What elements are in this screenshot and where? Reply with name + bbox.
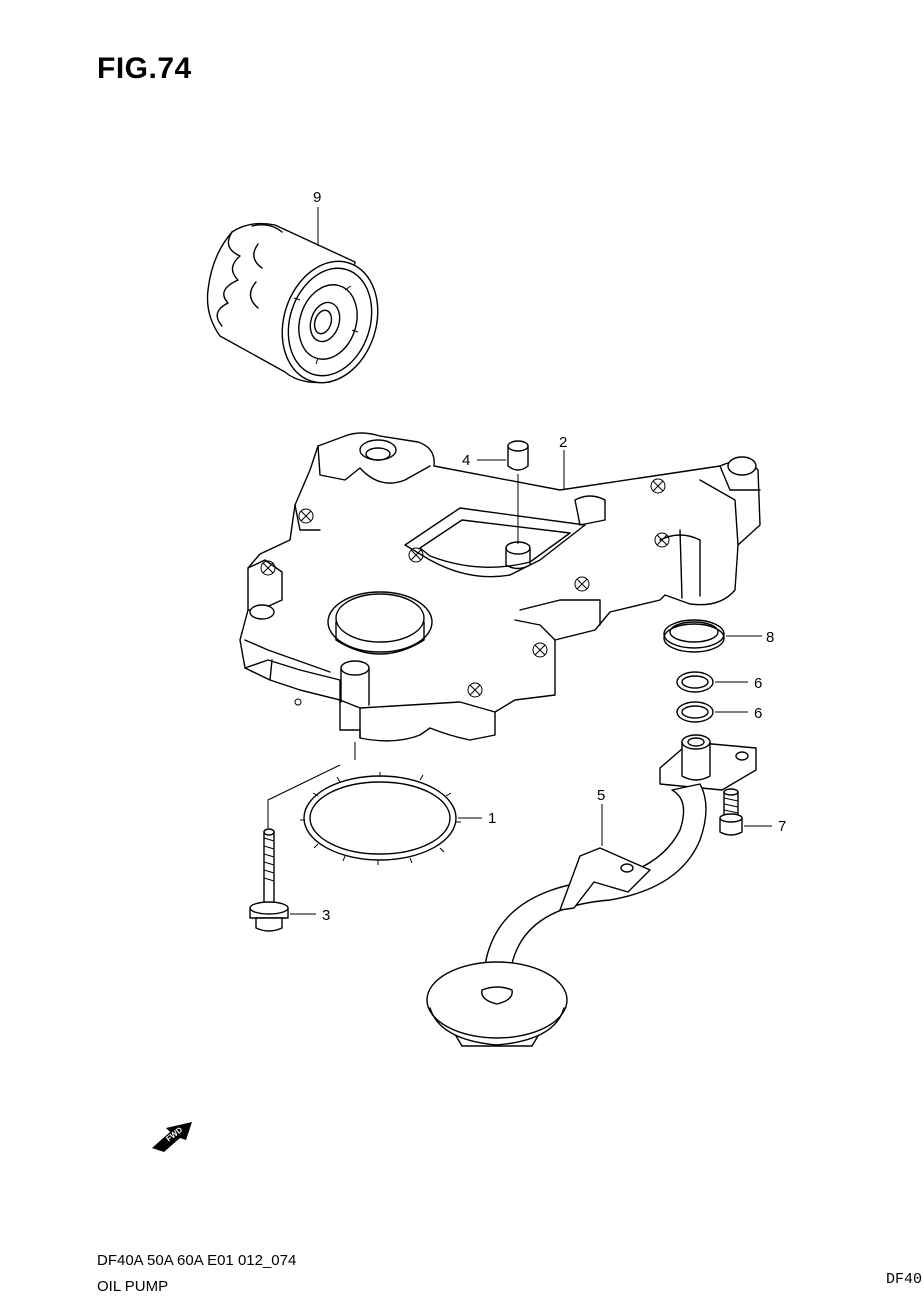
- o-ring-small-upper-part[interactable]: [676, 671, 748, 693]
- figure-title: FIG.74: [97, 52, 192, 85]
- footer-part-group: OIL PUMP: [97, 1278, 169, 1295]
- bolt-long-part[interactable]: [249, 828, 316, 932]
- footer-model-code: DF40A 50A 60A E01 012_074: [97, 1252, 297, 1269]
- callout-8: 8: [766, 629, 774, 646]
- callout-5: 5: [597, 787, 605, 804]
- callout-6-upper: 6: [754, 675, 762, 692]
- callout-7: 7: [778, 818, 786, 835]
- oil-pump-housing-part[interactable]: [239, 432, 761, 742]
- callout-1: 1: [488, 810, 496, 827]
- dowel-pin-part[interactable]: [477, 440, 529, 544]
- callout-9: 9: [313, 189, 321, 206]
- oil-filter-part[interactable]: [206, 207, 393, 395]
- callout-6-lower: 6: [754, 705, 762, 722]
- o-ring-small-lower-part[interactable]: [676, 701, 748, 723]
- oil-strainer-part[interactable]: [426, 734, 757, 1047]
- callout-3: 3: [322, 907, 330, 924]
- callout-2: 2: [559, 434, 567, 451]
- gasket-ring-part[interactable]: [300, 772, 482, 865]
- footer-page-ref: DF40: [886, 1271, 923, 1288]
- o-ring-large-part[interactable]: [663, 619, 762, 653]
- callout-4: 4: [462, 452, 470, 469]
- fwd-direction-arrow: FWD: [152, 1122, 192, 1152]
- bolt-short-part[interactable]: [719, 788, 772, 836]
